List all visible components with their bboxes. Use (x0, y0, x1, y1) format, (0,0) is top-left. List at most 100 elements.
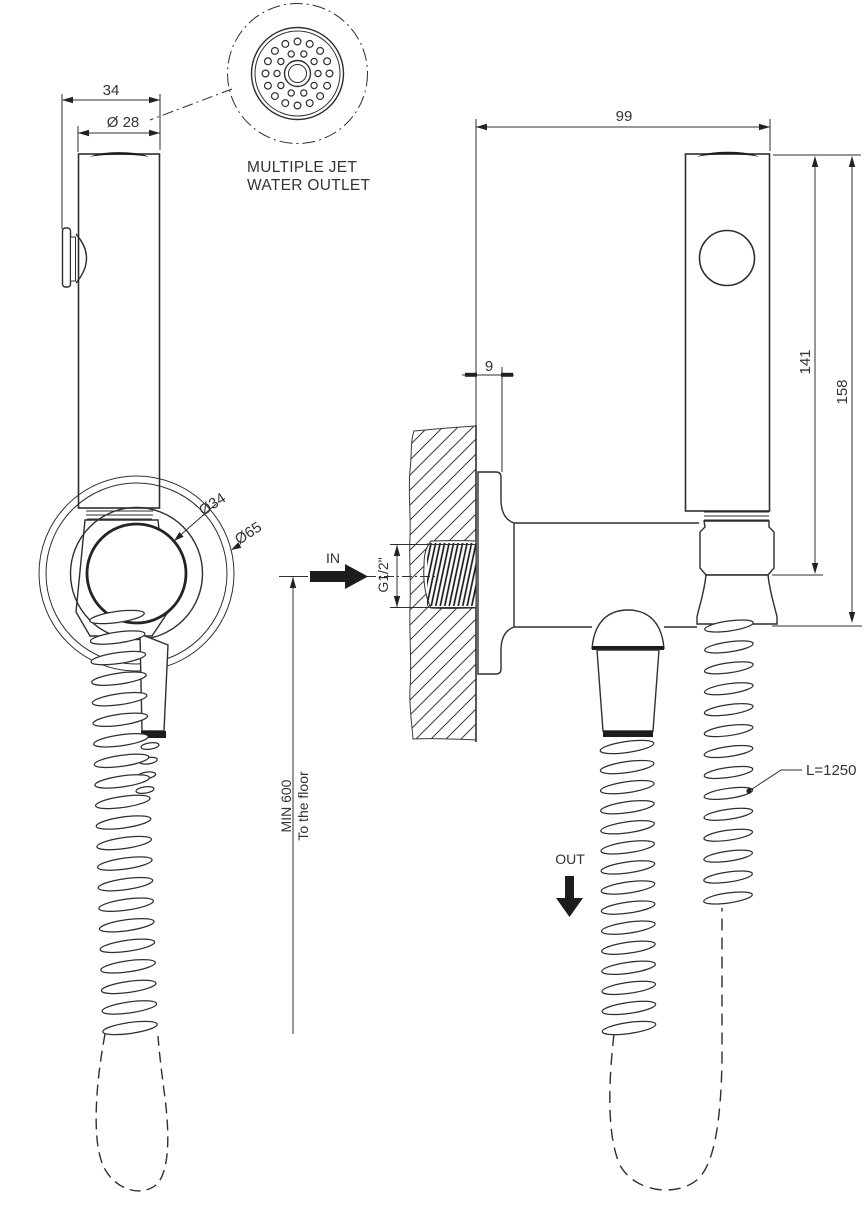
jet-hole (287, 50, 295, 58)
hose-coil (91, 671, 147, 686)
dim-text-158: 158 (834, 379, 851, 404)
hose-coil (601, 980, 657, 996)
dim-arrow (811, 563, 819, 574)
hose-coil (703, 703, 754, 717)
side-view: 34 Ø 28 Ø34 (38, 82, 265, 1192)
dim-arrow (393, 596, 401, 607)
dim-text-141: 141 (797, 349, 814, 374)
dim-arrow (759, 123, 770, 131)
hose-coil (101, 1000, 158, 1015)
hose-coil (703, 870, 753, 884)
hose-coil (102, 1020, 158, 1036)
hose-coil (601, 1000, 657, 1016)
outlet-dome (591, 609, 665, 650)
hose-coil (703, 891, 753, 905)
hose-coil (703, 807, 754, 821)
dim-tick (501, 372, 513, 377)
jet-hole (310, 81, 318, 90)
hose-coil (600, 900, 656, 915)
outlet-label: OUT (555, 851, 585, 867)
out-flow-arrow-shaft (565, 876, 574, 898)
handle-body-front (684, 153, 771, 512)
hose-coil (96, 835, 153, 851)
out-flow-arrow-head (556, 898, 583, 917)
hose-behind-cone (135, 741, 160, 795)
hose-coil (703, 849, 754, 863)
hose-coil (703, 682, 754, 696)
front-view: 99 9 141 158 G1/2" IN MIN (278, 108, 862, 1191)
jet-hole (325, 69, 334, 78)
hose-coil (100, 959, 156, 974)
jet-hole (263, 81, 272, 90)
hose-coil (703, 828, 754, 842)
leader-dot (746, 788, 752, 794)
hose-coil (97, 876, 154, 892)
spray-face-inner-ring (254, 30, 341, 117)
dim-text-9: 9 (485, 358, 493, 375)
hose-coil (600, 920, 656, 935)
hose-nut-edge (141, 731, 166, 738)
dim-text-99: 99 (616, 108, 633, 125)
jet-hole (287, 89, 295, 97)
dim-text-28: Ø 28 (107, 114, 140, 131)
handle-body-side (77, 153, 161, 509)
hose-side-view (89, 609, 158, 1036)
control-button-bump (75, 233, 88, 284)
outlet-cone (596, 649, 660, 732)
hose-coil (599, 739, 655, 755)
dim-text-34: 34 (103, 82, 120, 99)
jet-hole (300, 50, 308, 58)
jet-hole (314, 69, 322, 78)
hose-coil (89, 630, 146, 645)
in-flow-arrow-head (345, 564, 368, 589)
outlet-hose-nut (603, 731, 653, 737)
hose-coil (703, 723, 754, 738)
jet-hole (277, 81, 285, 90)
hose-coil (600, 860, 656, 875)
jet-hole (273, 69, 281, 78)
center-jet-inner (288, 64, 307, 83)
hose-coil (140, 741, 160, 751)
handle-hose (703, 619, 754, 905)
jet-hole (305, 99, 314, 108)
hose-coil (703, 765, 754, 780)
hose-coil (91, 691, 148, 707)
hose-coil (135, 785, 155, 795)
detail-label-line1: MULTIPLE JET (247, 159, 357, 176)
jet-hole (263, 57, 272, 66)
dim-arrow (811, 156, 819, 167)
hose-coil (89, 609, 145, 625)
jet-hole (300, 89, 308, 97)
hose-coil (95, 815, 152, 830)
hose-coil (704, 640, 754, 654)
leader-dia34 (175, 503, 217, 540)
dim-text-dia34: Ø34 (196, 490, 229, 520)
leader-arrow (174, 532, 184, 541)
hose-coil (601, 960, 656, 976)
hose-coil (100, 979, 157, 995)
jet-hole (281, 39, 290, 48)
hose-coil (93, 733, 149, 748)
hose-coil (600, 880, 656, 895)
dim-text-thread: G1/2" (375, 557, 391, 592)
hose-coil (703, 661, 754, 675)
dim-arrow (289, 577, 297, 588)
outlet-hose (599, 739, 657, 1036)
hose-coil (599, 779, 655, 795)
dim-text-hose-length: L=1250 (806, 762, 856, 779)
hose-coil (98, 917, 155, 933)
dim-tick (465, 372, 477, 377)
handle-button-front (698, 229, 756, 287)
outlet-dome-edge (592, 646, 664, 650)
hose-coil (704, 619, 754, 633)
hose-coil (93, 753, 150, 769)
jet-hole (261, 69, 270, 78)
hose-loop-dashed (95, 1033, 169, 1192)
hose-coil (94, 774, 151, 789)
jet-hole (310, 57, 318, 66)
spray-face-edge-front (697, 151, 759, 157)
detail-view-multiple-jet: MULTIPLE JET WATER OUTLET (149, 3, 370, 194)
jet-hole (277, 57, 285, 66)
